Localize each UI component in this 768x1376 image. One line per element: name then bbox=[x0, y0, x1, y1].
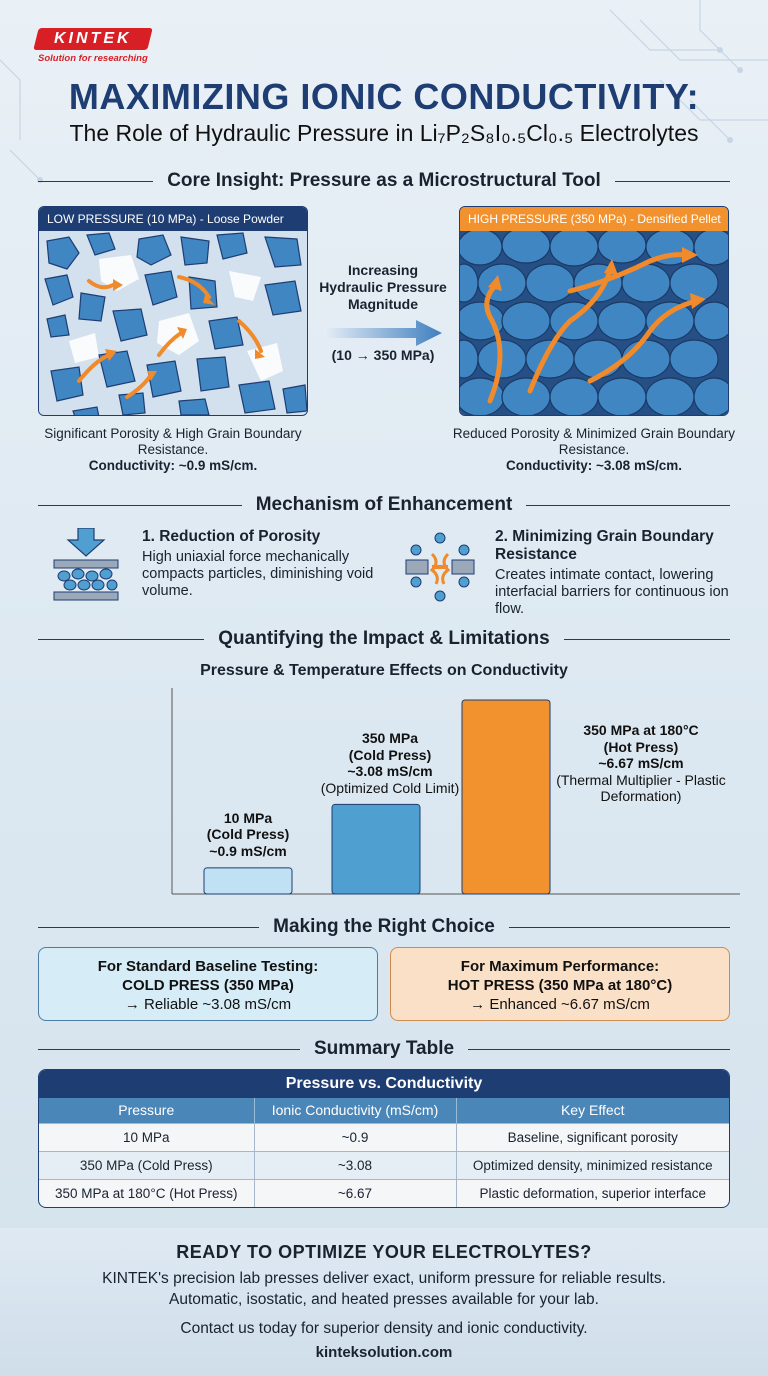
loose-powder-illustration bbox=[39, 231, 307, 415]
col-key-effect: Key Effect bbox=[456, 1098, 729, 1123]
bar-label-350mpa-hot: 350 MPa at 180°C (Hot Press) ~6.67 mS/cm… bbox=[556, 722, 726, 804]
mechanism-heading: Mechanism of Enhancement bbox=[255, 494, 513, 515]
high-pressure-panel: HIGH PRESSURE (350 MPa) - Densified Pell… bbox=[459, 206, 729, 416]
section-summary: Summary Table bbox=[38, 1038, 730, 1060]
page-title: MAXIMIZING IONIC CONDUCTIVITY: bbox=[68, 76, 700, 117]
section-core-insight: Core Insight: Pressure as a Microstructu… bbox=[38, 170, 730, 192]
summary-heading: Summary Table bbox=[313, 1038, 455, 1059]
table-header-row: Pressure Ionic Conductivity (mS/cm) Key … bbox=[39, 1098, 729, 1123]
choice-cold-press: For Standard Baseline Testing: COLD PRES… bbox=[38, 947, 378, 1021]
section-choice: Making the Right Choice bbox=[38, 916, 730, 938]
table-row: 350 MPa at 180°C (Hot Press) ~6.67 Plast… bbox=[39, 1178, 729, 1207]
summary-table-caption: Pressure vs. Conductivity bbox=[39, 1070, 729, 1098]
col-conductivity: Ionic Conductivity (mS/cm) bbox=[254, 1098, 457, 1123]
table-row: 350 MPa (Cold Press) ~3.08 Optimized den… bbox=[39, 1150, 729, 1179]
bar-label-350mpa-cold: 350 MPa (Cold Press) ~3.08 mS/cm (Optimi… bbox=[320, 730, 460, 796]
impact-heading: Quantifying the Impact & Limitations bbox=[218, 628, 550, 649]
brand-tagline: Solution for researching bbox=[38, 53, 148, 64]
cta-line-1: KINTEK's precision lab presses deliver e… bbox=[102, 1270, 666, 1287]
chart-title: Pressure & Temperature Effects on Conduc… bbox=[200, 662, 568, 679]
choice-hot-press: For Maximum Performance: HOT PRESS (350 … bbox=[390, 947, 730, 1021]
conductivity-bar-chart bbox=[171, 688, 740, 895]
arrow-right-icon bbox=[324, 320, 442, 346]
high-pressure-caption: Reduced Porosity & Minimized Grain Bound… bbox=[452, 426, 736, 473]
low-pressure-label: LOW PRESSURE (10 MPa) - Loose Powder bbox=[39, 207, 307, 231]
mechanism-item-porosity: 1. Reduction of Porosity High uniaxial f… bbox=[142, 528, 374, 599]
cta-title: READY TO OPTIMIZE YOUR ELECTROLYTES? bbox=[176, 1242, 592, 1262]
choice-heading: Making the Right Choice bbox=[273, 916, 495, 937]
pressure-arrow-label: Increasing Hydraulic Pressure Magnitude bbox=[319, 262, 447, 312]
bar-2 bbox=[461, 699, 551, 895]
densified-pellet-illustration bbox=[460, 231, 728, 415]
table-row: 10 MPa ~0.9 Baseline, significant porosi… bbox=[39, 1122, 729, 1151]
mechanism-item-grain-boundary: 2. Minimizing Grain Boundary Resistance … bbox=[495, 528, 729, 617]
cta-line-3: Contact us today for superior density an… bbox=[180, 1320, 588, 1337]
brand-name: KINTEK bbox=[54, 30, 132, 47]
footer-band bbox=[0, 1228, 768, 1376]
core-heading: Core Insight: Pressure as a Microstructu… bbox=[167, 170, 601, 191]
pressure-range: (10 → 350 MPa) bbox=[331, 347, 435, 363]
col-pressure: Pressure bbox=[39, 1098, 255, 1123]
low-pressure-caption: Significant Porosity & High Grain Bounda… bbox=[44, 426, 302, 473]
press-compaction-icon bbox=[53, 528, 119, 601]
low-pressure-panel: LOW PRESSURE (10 MPa) - Loose Powder bbox=[38, 206, 308, 416]
summary-table: Pressure vs. Conductivity Pressure Ionic… bbox=[38, 1069, 730, 1208]
section-impact: Quantifying the Impact & Limitations bbox=[38, 628, 730, 650]
cta-line-2: Automatic, isostatic, and heated presses… bbox=[169, 1291, 599, 1308]
bar-1 bbox=[331, 803, 421, 895]
kintek-logo: KINTEK Solution for researching bbox=[33, 28, 153, 64]
bar-label-10mpa: 10 MPa (Cold Press) ~0.9 mS/cm bbox=[206, 809, 290, 859]
website-link[interactable]: kinteksolution.com bbox=[315, 1344, 453, 1361]
high-pressure-label: HIGH PRESSURE (350 MPa) - Densified Pell… bbox=[460, 207, 728, 231]
grain-boundary-icon bbox=[405, 532, 475, 602]
section-mechanism: Mechanism of Enhancement bbox=[38, 494, 730, 516]
page-subtitle: The Role of Hydraulic Pressure in Li₇P₂S… bbox=[69, 120, 699, 146]
pressure-arrow: Increasing Hydraulic Pressure Magnitude … bbox=[316, 262, 450, 363]
bar-0 bbox=[203, 867, 293, 895]
